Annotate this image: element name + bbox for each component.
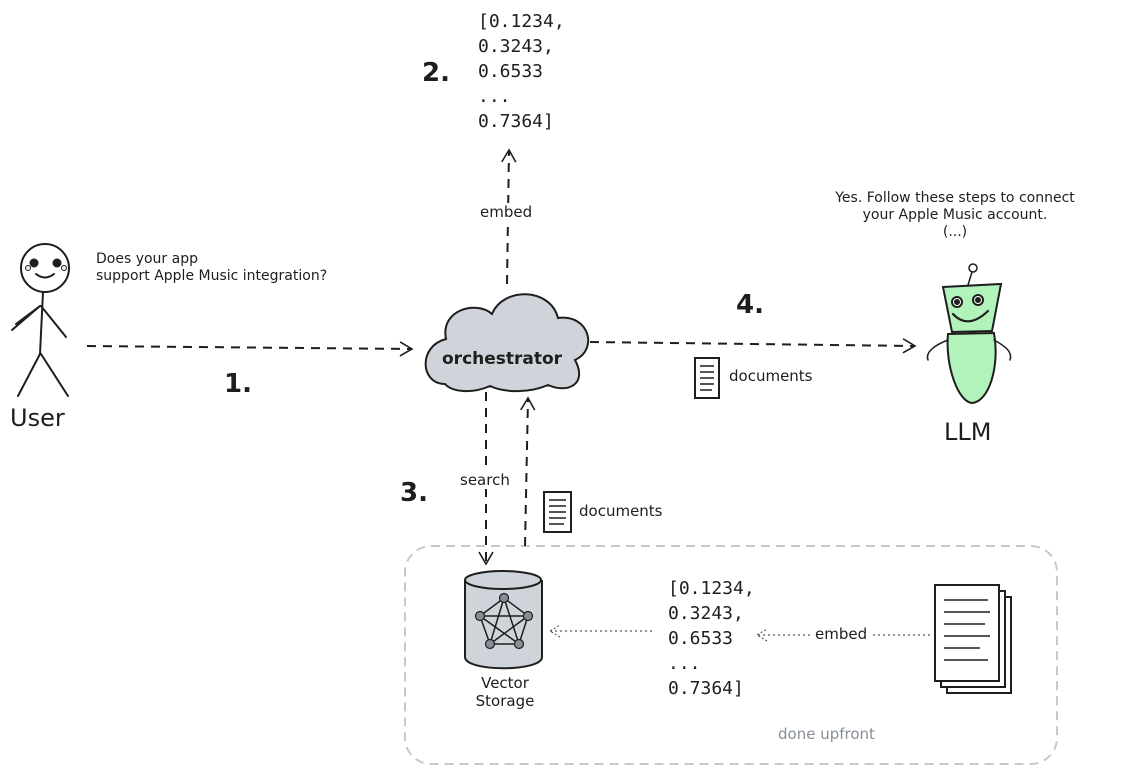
document-icon: [543, 491, 572, 533]
llm-answer-bubble: Yes. Follow these steps to connect your …: [835, 190, 1075, 240]
user-question-bubble: Does your app support Apple Music integr…: [96, 251, 328, 284]
user-stick-figure: [11, 243, 70, 397]
document-icon: [694, 357, 720, 399]
orchestrator-label: orchestrator: [442, 349, 563, 369]
step-1-label: 1.: [224, 369, 252, 399]
llm-robot: [926, 263, 1012, 405]
orchestrator-cloud: [424, 293, 590, 393]
documents-label-llm: documents: [729, 367, 813, 385]
embed-label-top: embed: [478, 203, 535, 221]
done-upfront-label: done upfront: [778, 725, 875, 743]
llm-label: LLM: [944, 418, 992, 446]
documents-label-storage: documents: [579, 502, 663, 520]
user-label: User: [10, 404, 65, 432]
arrow-user-to-orchestrator: [86, 341, 414, 357]
step-3-label: 3.: [400, 478, 428, 508]
arrow-storage-to-orchestrator: [520, 396, 536, 547]
upfront-region: [404, 545, 1058, 765]
embedding-vector-top: [0.1234, 0.3243, 0.6533 ... 0.7364]: [478, 11, 565, 132]
embed-label-bottom: embed: [812, 625, 871, 643]
search-label: search: [458, 471, 512, 489]
step-2-label: 2.: [422, 58, 450, 88]
step-4-label: 4.: [736, 290, 764, 320]
document-stack-icon: [934, 584, 1012, 694]
vector-storage-label: Vector Storage: [475, 674, 535, 710]
embedding-vector-bottom: [0.1234, 0.3243, 0.6533 ... 0.7364]: [668, 578, 755, 699]
arrow-orchestrator-to-llm: [589, 338, 917, 354]
vector-storage-cylinder: [464, 570, 543, 670]
